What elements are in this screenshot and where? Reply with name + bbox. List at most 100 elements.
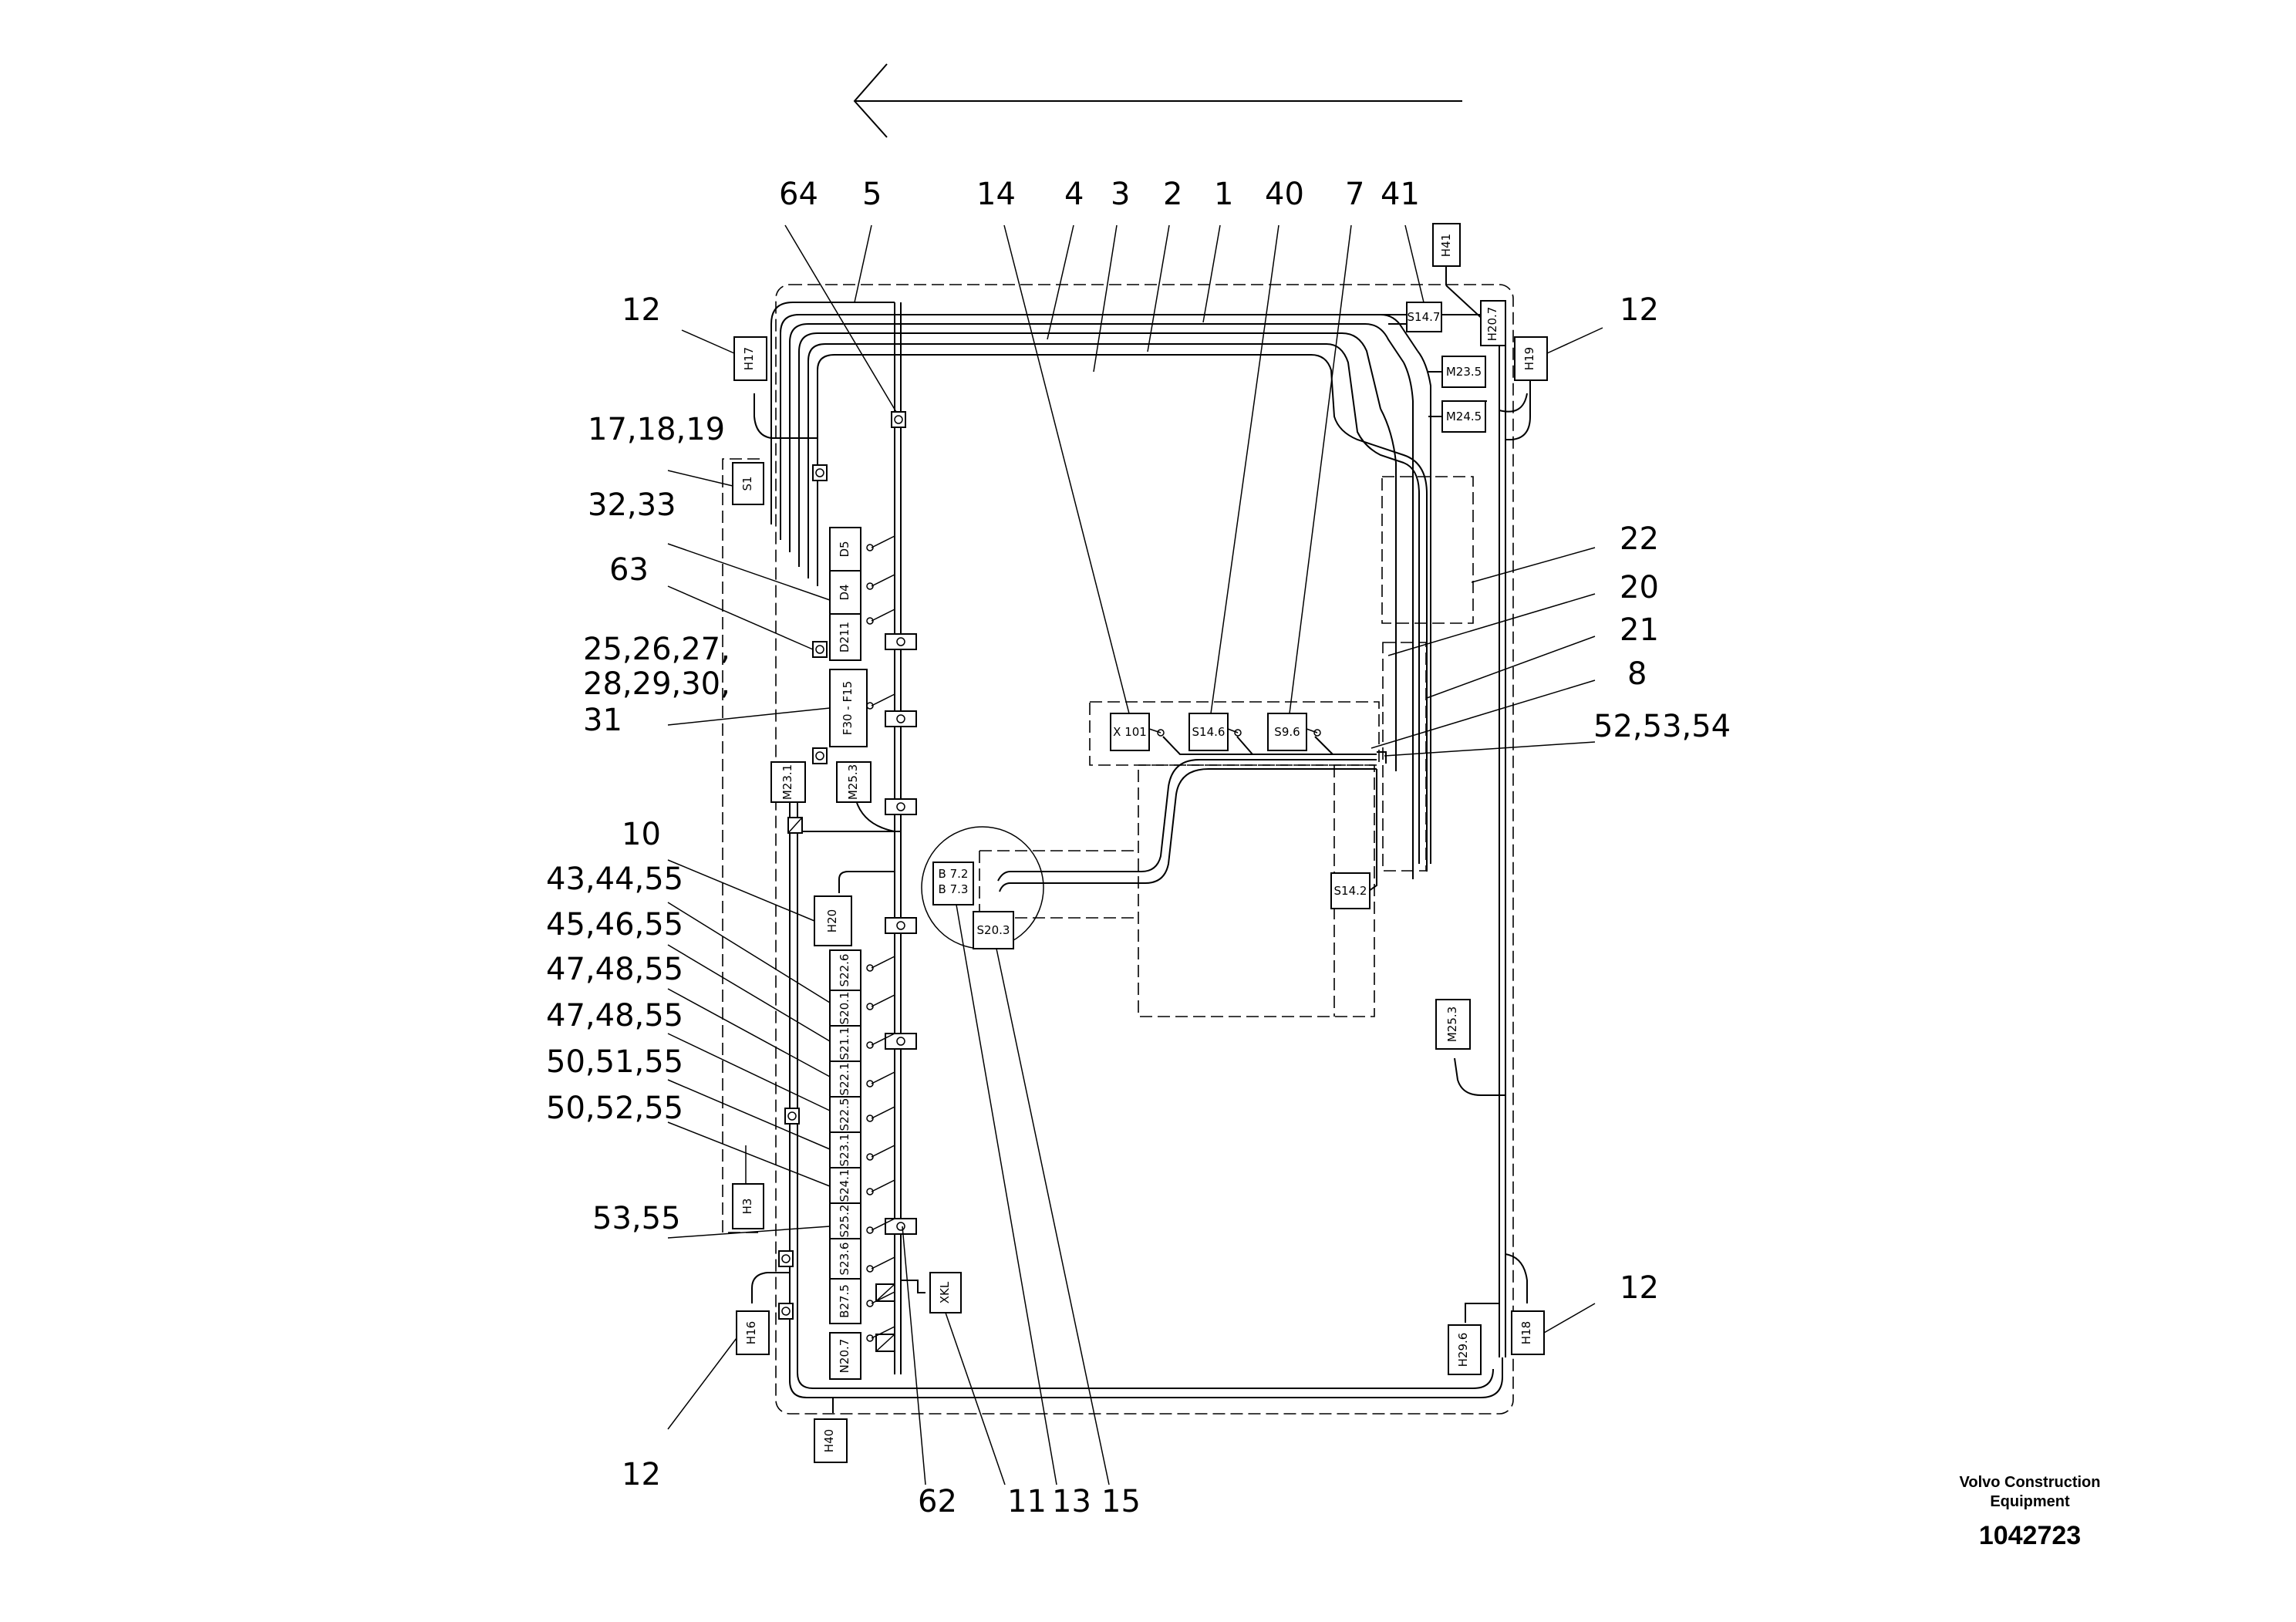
callout-45-46-55: 45,46,55 — [546, 907, 683, 943]
callout-10: 10 — [622, 817, 661, 852]
box-S9_6: S9.6 — [1267, 713, 1307, 751]
callout-50-51-55: 50,51,55 — [546, 1044, 683, 1080]
svg-text:S22.6: S22.6 — [838, 954, 851, 987]
area-22-outline — [1381, 476, 1474, 624]
callout-7: 7 — [1345, 177, 1364, 212]
box-D211: D211 — [829, 613, 861, 661]
box-S22_5: S22.5 — [829, 1096, 861, 1133]
box-D5: D5 — [829, 527, 861, 572]
box-S24_1: S24.1 — [829, 1167, 861, 1204]
harness-main — [751, 302, 1528, 1413]
box-S14_6: S14.6 — [1188, 713, 1229, 751]
box-M25_3b: M25.3 — [1435, 999, 1471, 1050]
svg-text:S21.1: S21.1 — [838, 1027, 851, 1061]
callout-43-44-55: 43,44,55 — [546, 862, 683, 897]
callout-21: 21 — [1620, 612, 1659, 648]
box-S1: S1 — [732, 462, 764, 505]
svg-text:M23.5: M23.5 — [1446, 365, 1482, 379]
box-S25_2: S25.2 — [829, 1202, 861, 1239]
callout-62: 62 — [918, 1484, 957, 1519]
connector-stubs — [866, 535, 895, 1342]
svg-text:X 101: X 101 — [1113, 725, 1147, 739]
box-S23_6: S23.6 — [829, 1238, 861, 1280]
svg-text:H40: H40 — [822, 1429, 836, 1452]
svg-text:N20.7: N20.7 — [838, 1339, 851, 1374]
svg-text:S23.1: S23.1 — [838, 1134, 851, 1167]
callout-5: 5 — [862, 177, 882, 212]
callout-11: 11 — [1007, 1484, 1047, 1519]
cab-outline — [775, 284, 1514, 1415]
box-N20_7: N20.7 — [829, 1332, 861, 1380]
callout-13: 13 — [1052, 1484, 1091, 1519]
callout-52-53-54: 52,53,54 — [1593, 709, 1731, 744]
component-boxes: H41 S14.7 H17 H19 H20.7 M23.5 M24.5 S1 D… — [732, 223, 1548, 1463]
svg-text:M25.3: M25.3 — [1445, 1007, 1459, 1042]
svg-text:H17: H17 — [742, 347, 756, 370]
svg-text:XKL: XKL — [938, 1281, 952, 1303]
callout-47-48-55: 47,48,55 — [546, 998, 683, 1034]
callout-12: 12 — [1620, 1270, 1659, 1306]
box-F30_F15: F30 - F15 — [829, 669, 868, 747]
callout-41: 41 — [1381, 177, 1420, 212]
callout-8: 8 — [1627, 656, 1647, 692]
box-H40: H40 — [814, 1418, 848, 1463]
clip-symbols — [778, 411, 917, 1352]
callout-64: 64 — [779, 177, 818, 212]
area-20-outline — [1382, 642, 1427, 872]
box-H41: H41 — [1432, 223, 1461, 267]
box-H18: H18 — [1511, 1310, 1545, 1355]
box-H17: H17 — [733, 336, 767, 381]
left-console-outline — [722, 458, 760, 1233]
box-S14_2: S14.2 — [1330, 872, 1371, 909]
callout-12: 12 — [622, 1457, 661, 1492]
svg-text:S20.3: S20.3 — [977, 923, 1010, 937]
callout-4: 4 — [1064, 177, 1084, 212]
callout-25-31-line3: 31 — [583, 703, 622, 738]
callout-2: 2 — [1163, 177, 1182, 212]
drawing-number: 1042723 — [1979, 1521, 2081, 1550]
svg-text:S14.6: S14.6 — [1192, 725, 1226, 739]
callout-14: 14 — [976, 177, 1016, 212]
callout-63: 63 — [609, 552, 649, 588]
callout-25-31-line1: 25,26,27, — [583, 632, 730, 667]
box-S20_1: S20.1 — [829, 990, 861, 1027]
svg-text:H16: H16 — [744, 1321, 758, 1344]
svg-text:H41: H41 — [1439, 234, 1453, 257]
box-B72-B73: B 7.2B 7.3 — [932, 862, 974, 905]
svg-text:H20: H20 — [825, 909, 839, 932]
svg-text:S24.1: S24.1 — [838, 1169, 851, 1202]
box-S23_1: S23.1 — [829, 1131, 861, 1168]
svg-text:B 7.2: B 7.2 — [939, 867, 969, 881]
box-XKL: XKL — [929, 1272, 962, 1313]
callout-53-55: 53,55 — [592, 1201, 681, 1236]
svg-text:M25.3: M25.3 — [846, 764, 860, 800]
box-H29_6: H29.6 — [1448, 1324, 1482, 1375]
svg-text:B27.5: B27.5 — [838, 1284, 851, 1318]
svg-text:S9.6: S9.6 — [1274, 725, 1300, 739]
callout-3: 3 — [1111, 177, 1130, 212]
box-M24_5: M24.5 — [1441, 400, 1486, 433]
box-S22_6: S22.6 — [829, 949, 861, 991]
box-H20_7: H20.7 — [1480, 300, 1506, 346]
callout-25-31-line2: 28,29,30, — [583, 666, 730, 702]
svg-text:B 7.3: B 7.3 — [939, 882, 969, 896]
callout-47-48-55: 47,48,55 — [546, 952, 683, 987]
box-S22_1: S22.1 — [829, 1061, 861, 1098]
svg-text:M24.5: M24.5 — [1446, 410, 1482, 423]
svg-text:H3: H3 — [740, 1199, 754, 1215]
callout-17-18-19: 17,18,19 — [588, 412, 725, 447]
svg-text:D211: D211 — [838, 622, 851, 653]
box-H3: H3 — [732, 1183, 764, 1229]
svg-text:S14.7: S14.7 — [1408, 310, 1441, 324]
svg-text:H29.6: H29.6 — [1456, 1333, 1470, 1367]
box-X101: X 101 — [1110, 713, 1150, 751]
box-S21_1: S21.1 — [829, 1025, 861, 1062]
callout-32-33: 32,33 — [588, 487, 676, 523]
callout-labels: 64 5 14 4 3 2 1 40 7 41 12 12 17,18,19 3… — [546, 177, 1731, 1519]
svg-text:D4: D4 — [838, 584, 851, 600]
callout-22: 22 — [1620, 521, 1659, 557]
brand-block: Volvo Construction Equipment 1042723 — [1960, 1474, 2101, 1550]
svg-text:S22.1: S22.1 — [838, 1063, 851, 1096]
brand-line2: Equipment — [1990, 1493, 2070, 1510]
